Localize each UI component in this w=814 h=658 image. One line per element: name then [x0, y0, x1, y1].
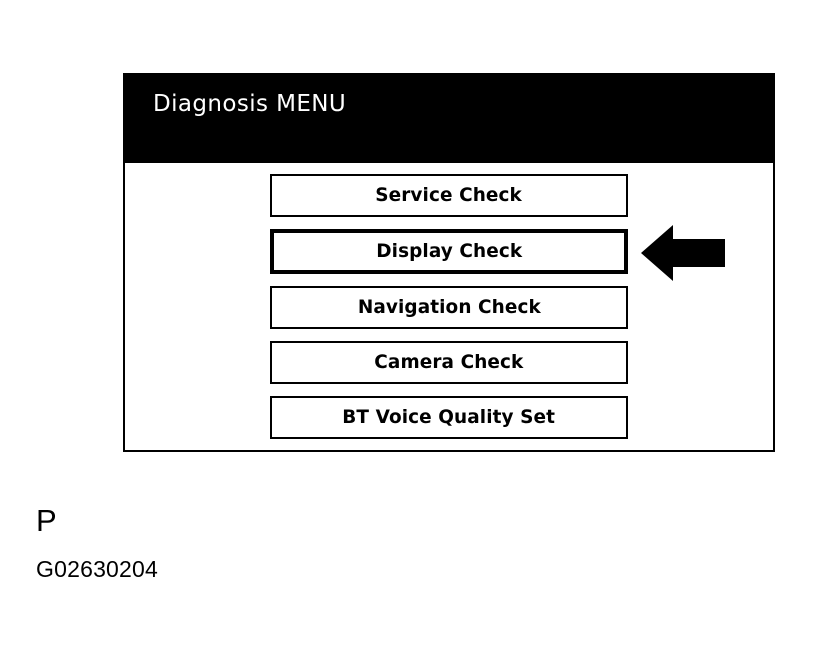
diagnosis-menu-list: Service Check Display Check Navigation C… [270, 174, 628, 451]
arrow-left-icon [641, 223, 725, 283]
menu-item-label: BT Voice Quality Set [342, 406, 556, 428]
figure-caption: P G02630204 [36, 505, 158, 581]
screen-title-bar: Diagnosis MENU [125, 75, 773, 163]
menu-item-display-check[interactable]: Display Check [270, 229, 628, 274]
menu-item-label: Display Check [376, 240, 522, 262]
caption-letter: P [36, 503, 57, 538]
menu-item-service-check[interactable]: Service Check [270, 174, 628, 217]
menu-item-label: Navigation Check [357, 296, 541, 318]
menu-item-bt-voice-quality-set[interactable]: BT Voice Quality Set [270, 396, 628, 439]
figure-code: G02630204 [36, 556, 159, 582]
menu-item-label: Service Check [375, 184, 523, 206]
menu-item-navigation-check[interactable]: Navigation Check [270, 286, 628, 329]
page-title: Diagnosis MENU [153, 91, 347, 117]
menu-item-camera-check[interactable]: Camera Check [270, 341, 628, 384]
menu-item-label: Camera Check [374, 351, 524, 373]
